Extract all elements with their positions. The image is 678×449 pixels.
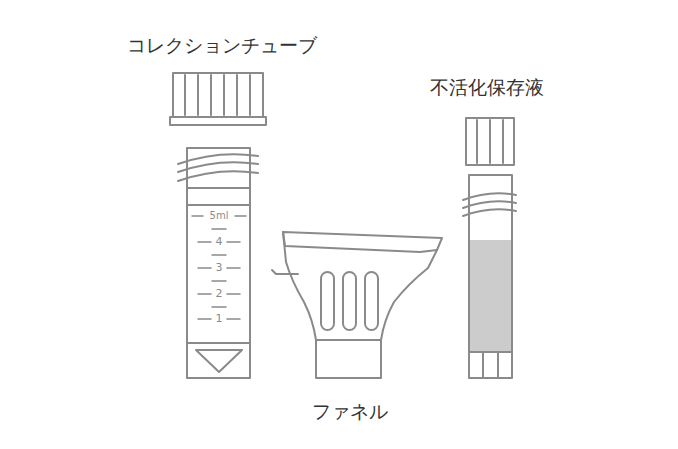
funnel bbox=[272, 232, 442, 378]
scale-mark: 4 bbox=[216, 235, 223, 248]
part-label: コレクションチューブ bbox=[127, 34, 317, 57]
scale-mark: 1 bbox=[216, 312, 223, 325]
scale-mark: 2 bbox=[216, 287, 223, 300]
preservative-tube bbox=[463, 118, 516, 378]
tube-cap bbox=[170, 73, 266, 125]
part-label: ファネル bbox=[312, 400, 388, 423]
scale-mark: 5ml bbox=[210, 210, 229, 222]
scale-mark: 3 bbox=[216, 261, 223, 274]
collection-tube bbox=[178, 148, 258, 378]
part-label: 不活化保存液 bbox=[430, 76, 544, 99]
